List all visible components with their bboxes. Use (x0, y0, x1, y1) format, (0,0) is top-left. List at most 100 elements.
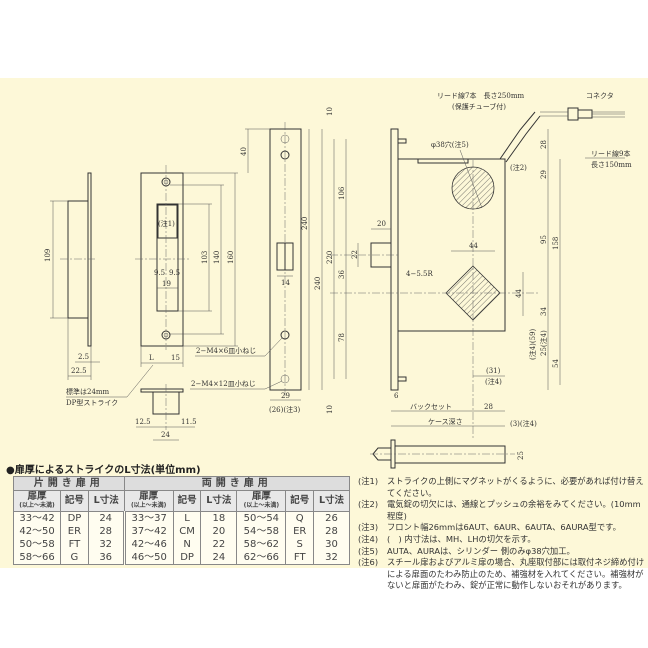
std-note-2: DP型ストライク (66, 398, 118, 407)
table-cell: 32 (313, 551, 350, 565)
note-item: (注5) AUTA、AURAは、シリンダー 側のみφ38穴加工。 (358, 546, 646, 558)
dim-31-note: (注4) (485, 377, 502, 386)
table-cell: 58〜66 (12, 551, 62, 565)
dim-26: (26)(注3) (269, 405, 301, 414)
table-cell: 28 (87, 525, 125, 538)
lead7-label-1: リード線7本 長さ250mm (437, 91, 524, 100)
dim-44-h: 44 (469, 242, 478, 250)
table-cell: 54〜58 (236, 525, 287, 538)
note-item: (注3)フロント幅26mmは6AUT、6AUR、6AUTA、6AURA型です。 (358, 522, 646, 534)
std-note-1: 標準は24mm (66, 387, 110, 396)
lead9-label-2: 長さ150mm (591, 161, 632, 169)
dim-36: 36 (338, 270, 346, 279)
note-key: (注4) (358, 533, 379, 544)
col-thickness: 扉厚(以上〜未満) (12, 490, 62, 512)
dim-158: 158 (552, 237, 560, 250)
lock-body-view: リード線7本 長さ250mm (保護チューブ付) コネクタ リード線9本 長さ1… (314, 91, 632, 469)
table-cell: 50〜58 (12, 538, 62, 551)
dim-78: 78 (338, 333, 346, 342)
note-key: (注1) (358, 476, 379, 486)
screw-m4x12-label: 2−M4×12皿小ねじ (191, 379, 256, 388)
dim-95: 95 (540, 235, 548, 244)
lead7-label-2: (保護チューブ付) (452, 102, 506, 111)
table-cell: 24 (87, 511, 125, 525)
table-cell: 18 (200, 511, 238, 525)
col-l: L寸法 (313, 490, 350, 512)
connector-label: コネクタ (586, 91, 614, 100)
table-cell: ER (60, 525, 89, 538)
table-cell: G (60, 551, 89, 565)
dim-10-top: 10 (326, 107, 334, 116)
table-cell: 37〜42 (122, 525, 174, 538)
dim-14: 14 (281, 279, 290, 287)
backset-label: バックセット (410, 403, 452, 411)
strike-l-dimension-table: 片開き扉用 両開き扉用 扉厚(以上〜未満) 記号 L寸法 扉厚(以上〜未満) 記… (12, 476, 351, 565)
table-cell: 58〜62 (236, 538, 287, 551)
dim-28-b: 28 (484, 403, 493, 411)
table-cell: 42〜50 (12, 525, 62, 538)
table-cell: FT (60, 538, 89, 551)
dim-29: 29 (281, 392, 290, 400)
dim-220: 220 (326, 251, 334, 264)
screw-m4x6-label: 2−M4×6皿小ねじ (196, 346, 256, 355)
note-item: (注4)( ) 内寸法は、MH、LHの切欠を示す。 (358, 534, 646, 546)
dim-20: 20 (377, 220, 386, 228)
note-text: AUTA、AURAは、シリンダー 側のみφ38穴加工。 (387, 545, 575, 556)
note-text: フロント幅26mmは6AUT、6AUR、6AUTA、6AURA型です。 (387, 522, 621, 533)
dim-22: 22 (351, 250, 359, 259)
hole-label: φ38穴(注5) (431, 140, 469, 149)
note-key: (注5) (358, 545, 379, 556)
col-code: 記号 (172, 490, 202, 512)
dim-59: (注4)(59) (528, 328, 537, 360)
table-cell: N (172, 538, 202, 551)
table-cell: S (285, 538, 315, 551)
table-cell: CM (172, 525, 202, 538)
table-cell: 42〜46 (122, 538, 174, 551)
dim-106: 106 (338, 186, 346, 200)
dim-9-5-b: 9.5 (169, 269, 180, 277)
dim-34: 34 (540, 307, 548, 316)
dim-109: 109 (44, 249, 52, 262)
table-cell: 28 (313, 525, 350, 538)
table-cell: FT (285, 551, 315, 565)
note2-label: (注2) (510, 163, 527, 172)
dim-28: 28 (540, 140, 548, 149)
table-cell: 22 (200, 538, 238, 551)
dim-25: 25(注4) (539, 330, 548, 356)
dim-40: 40 (240, 147, 248, 156)
table-cell: L (172, 511, 202, 525)
strike-side-view: 109 2.5 22.5 標準は24mm DP型ストライク (44, 172, 154, 407)
col-code: 記号 (285, 490, 315, 512)
note-key: (注2) (358, 499, 379, 510)
table-cell: 26 (313, 511, 350, 525)
col-l: L寸法 (87, 490, 125, 512)
table-cell: 62〜66 (236, 551, 287, 565)
table-cell: DP (60, 511, 89, 525)
dim-240: 240 (314, 277, 322, 290)
dim-L: L (149, 354, 154, 362)
table-cell: 36 (87, 551, 125, 565)
dim-25-bottom: 25 (517, 451, 525, 460)
dim-11-5: 11.5 (181, 418, 197, 426)
dim-31: (31) (486, 367, 501, 375)
table-cell: 46〜50 (122, 551, 174, 565)
note-item: (注2) 電気錠の切欠には、通線とプッシュの余裕をみてください。(10mm程度) (358, 499, 646, 522)
single-door-header: 片開き扉用 (13, 476, 125, 491)
case-depth-label: ケース深さ (428, 417, 463, 426)
table-cell: 50〜54 (236, 511, 287, 525)
note-text: ストライクの上側にマグネットがくるように、必要があれば付け替えてください。 (387, 476, 644, 498)
table-title: ●扉厚によるストライクのL寸法(単位mm) (6, 465, 201, 476)
strike-front-view: (注1) 9.5 9.5 19 103 140 160 L 15 (135, 165, 238, 367)
dim-44-v: 44 (515, 289, 523, 298)
note-text: 電気錠の切欠には、通線とプッシュの余裕をみてください。(10mm程度) (387, 499, 641, 521)
note-item: (注6)スチール扉およびアルミ扉の場合、丸座取付部には取付ネジ締め付けによる扉面… (358, 557, 646, 592)
table-cell: DP (172, 551, 202, 565)
table-cell: ER (285, 525, 315, 538)
table-cell: 32 (87, 538, 125, 551)
dim-3: (3)(注4) (510, 419, 537, 428)
